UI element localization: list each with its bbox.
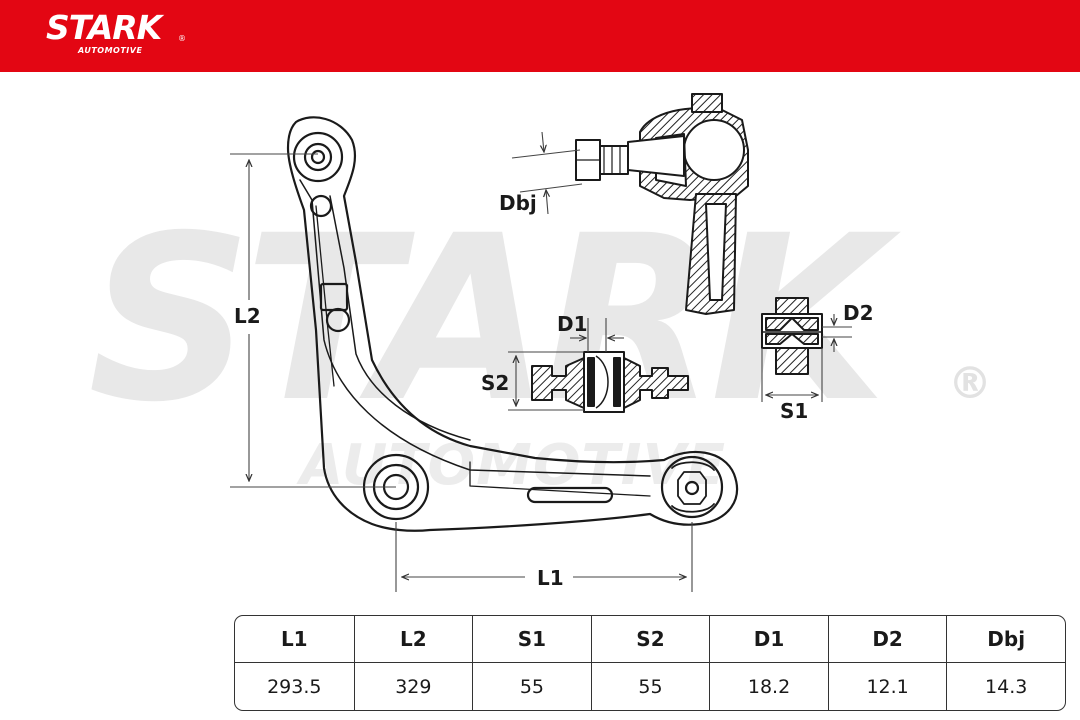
label-s1: S1	[780, 399, 808, 423]
specs-value-dbj: 14.3	[946, 663, 1065, 710]
label-dbj: Dbj	[499, 191, 537, 215]
specs-header-s2: S2	[590, 616, 710, 663]
specs-table: L1 L2 S1 S2 D1 D2 Dbj 293.5 329 55 55 18…	[234, 615, 1066, 711]
specs-header-l1: L1	[235, 616, 354, 663]
specs-value-d1: 18.2	[709, 663, 828, 710]
specs-value-l2: 329	[353, 663, 473, 710]
dimension-dbj	[511, 131, 583, 215]
dimension-d1-s2	[508, 318, 624, 411]
brand-header: STARK AUTOMOTIVE ®	[0, 0, 1080, 72]
label-s2: S2	[481, 371, 509, 395]
control-arm-diagram: L2 L1 Dbj	[230, 93, 874, 592]
specs-header-d2: D2	[827, 616, 947, 663]
specs-value-s2: 55	[590, 663, 710, 710]
brand-logo-subtitle: AUTOMOTIVE	[78, 46, 143, 55]
specs-value-d2: 12.1	[827, 663, 947, 710]
bushing-s2-drawing	[531, 351, 689, 413]
specs-header-dbj: Dbj	[946, 616, 1065, 663]
dimension-l1	[395, 522, 693, 592]
specs-header-d1: D1	[709, 616, 828, 663]
bushing-s1-drawing	[761, 297, 823, 375]
label-d1: D1	[557, 312, 588, 336]
specs-header-s1: S1	[472, 616, 591, 663]
dimension-l2	[230, 153, 396, 488]
watermark-registered-mark: ®	[948, 358, 992, 409]
specs-value-l1: 293.5	[267, 675, 322, 698]
watermark-logo: STARK	[88, 186, 887, 452]
specs-value-row: 293.5 329 55 55 18.2 12.1 14.3	[235, 663, 1065, 710]
specs-header-l2: L2	[353, 616, 473, 663]
ball-joint-drawing	[575, 93, 749, 315]
specs-value-s1: 55	[472, 663, 591, 710]
brand-logo: STARK	[46, 8, 162, 47]
label-d2: D2	[843, 301, 874, 325]
dimension-d2-s1	[761, 314, 852, 402]
label-l1: L1	[537, 566, 564, 590]
label-l2: L2	[234, 304, 261, 328]
brand-registered-mark: ®	[178, 34, 186, 43]
specs-header-row: L1 L2 S1 S2 D1 D2 Dbj	[235, 616, 1065, 663]
